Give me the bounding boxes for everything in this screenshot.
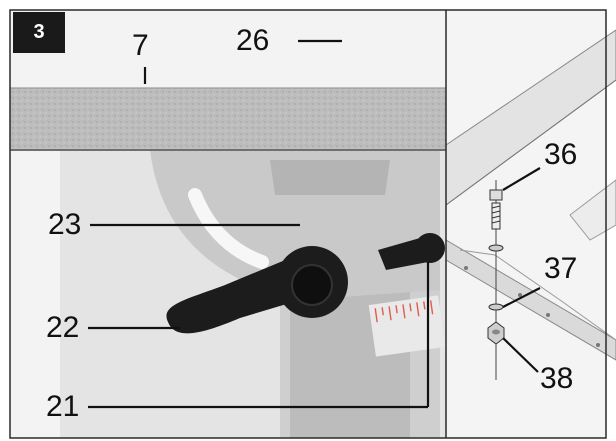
locking-knob [415, 233, 445, 263]
callout-23: 23 [48, 208, 82, 241]
lever-knob-cap [291, 264, 333, 306]
tilt-slot [188, 188, 269, 269]
figure-frame [9, 9, 607, 439]
angle-scale [368, 295, 446, 357]
callout-7: 7 [132, 29, 149, 62]
callout-36: 36 [544, 138, 578, 171]
callout-22: 22 [46, 311, 80, 344]
callout-21: 21 [46, 390, 80, 423]
locking-lever [166, 258, 300, 334]
callout-38: 38 [540, 362, 574, 395]
screw-head [489, 189, 503, 201]
lower-washer [488, 303, 504, 311]
screw-thread [491, 202, 501, 230]
leader-lines [88, 39, 541, 409]
upper-washer [488, 244, 504, 252]
callout-26: 26 [236, 24, 270, 57]
saw-table-top [10, 88, 446, 150]
motor-flange [270, 160, 390, 195]
figure-number-badge: 3 [13, 12, 65, 53]
callout-37: 37 [544, 252, 578, 285]
scale-ticks [374, 300, 434, 323]
